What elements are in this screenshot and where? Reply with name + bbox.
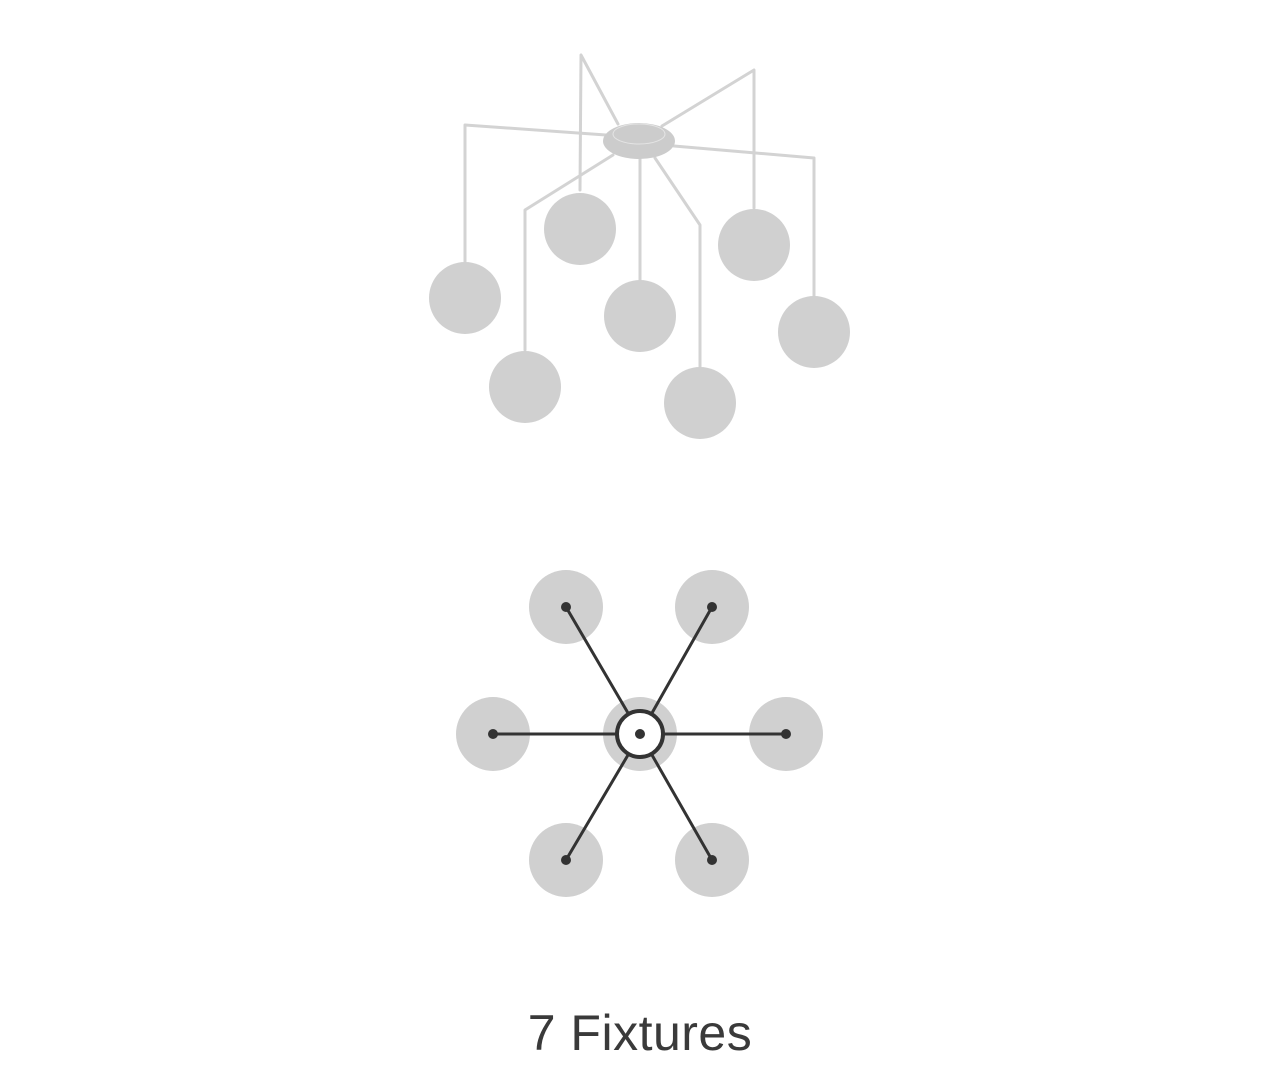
rod-back-right: [660, 68, 756, 210]
globe: [489, 351, 561, 423]
plan-dots: [488, 602, 791, 865]
plan-dot: [781, 729, 791, 739]
plan-dot: [707, 855, 717, 865]
globe: [718, 209, 790, 281]
plan-arm: [650, 605, 714, 715]
perspective-view: [463, 53, 816, 369]
globe: [544, 193, 616, 265]
plan-dot: [635, 729, 645, 739]
plan-view: [456, 570, 823, 897]
rod-front-left: [523, 153, 615, 352]
rod-front-right: [653, 156, 702, 369]
globe: [778, 296, 850, 368]
globe: [664, 367, 736, 439]
globe: [604, 280, 676, 352]
plan-arm: [564, 605, 630, 715]
canopy-rim: [612, 123, 666, 145]
plan-arm: [650, 753, 714, 862]
plan-arm: [564, 753, 630, 862]
plan-dot: [561, 855, 571, 865]
rod-back-left: [578, 53, 620, 192]
canopy-disc: [603, 123, 675, 159]
plan-dot: [707, 602, 717, 612]
globe: [429, 262, 501, 334]
plan-dot: [561, 602, 571, 612]
plan-dot: [488, 729, 498, 739]
rod-far-left: [463, 123, 608, 264]
rod-far-right: [672, 144, 816, 299]
plan-arms: [491, 605, 788, 862]
fixture-count-caption: 7 Fixtures: [527, 1005, 753, 1061]
perspective-globes: [429, 193, 850, 439]
